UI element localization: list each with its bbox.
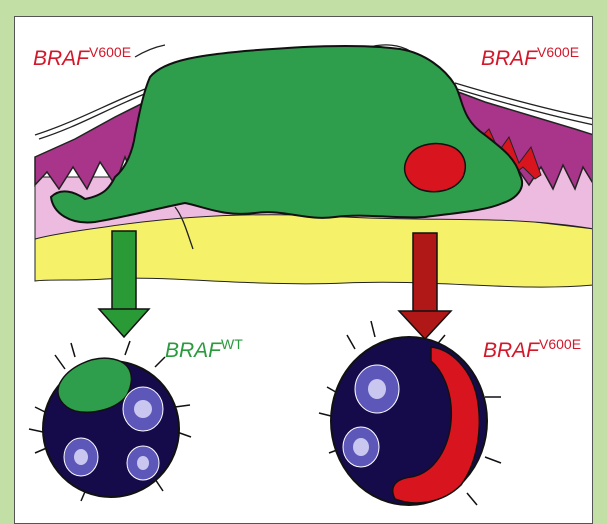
- diagram-canvas: [15, 17, 593, 524]
- label-braf-wt: BRAFWT: [165, 337, 243, 361]
- cell-mutant: [319, 321, 501, 505]
- cell-wildtype: [29, 341, 191, 501]
- label-braf-v600e-mid-right: BRAFV600E: [483, 337, 581, 361]
- diagram-panel: BRAFV600E BRAFV600E BRAFWT BRAFV600E: [14, 16, 593, 524]
- mutant-nest: [405, 144, 466, 192]
- label-braf-v600e-top-left: BRAFV600E: [33, 45, 131, 69]
- label-braf-v600e-top-right: BRAFV600E: [481, 45, 579, 69]
